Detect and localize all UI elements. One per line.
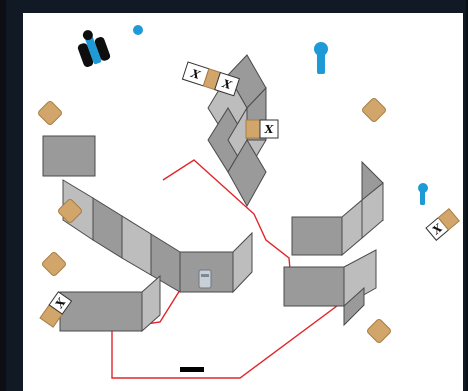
x-label-tag: X <box>246 120 278 138</box>
bin-icon <box>199 270 211 288</box>
pin-icon <box>133 25 143 35</box>
wall-left-block <box>43 136 95 176</box>
x-mark: X <box>264 123 274 136</box>
start-bar <box>180 367 204 372</box>
